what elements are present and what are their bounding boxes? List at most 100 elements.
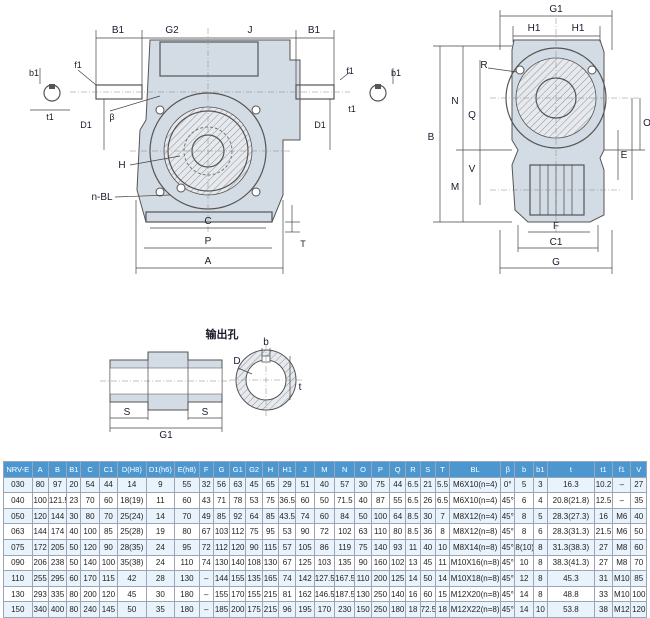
table-cell: 72: [313, 523, 336, 540]
table-cell: 142: [295, 570, 315, 587]
table-cell: 18: [405, 601, 421, 618]
table-cell: 135: [245, 570, 263, 587]
table-cell: 35(38): [117, 554, 147, 572]
label-S-left: S: [124, 407, 131, 418]
label-Q: Q: [468, 110, 476, 121]
table-cell: 63: [229, 476, 247, 494]
label-H1-right: H1: [572, 23, 585, 34]
table-cell: 6.5: [405, 476, 421, 494]
table-cell: 25(24): [117, 507, 147, 525]
table-cell: 140: [389, 585, 407, 603]
table-cell: 24: [145, 554, 176, 572]
table-cell: 70: [174, 507, 200, 525]
table-cell: 050: [3, 507, 33, 525]
label-M: M: [451, 182, 459, 193]
bore-title: 输出孔: [206, 327, 239, 341]
table-cell: 57: [278, 538, 297, 556]
table-cell: M8X12(n=4): [449, 507, 502, 525]
table-cell: 45: [419, 554, 436, 572]
table-cell: 102: [334, 523, 356, 540]
table-cell: 180: [174, 601, 200, 618]
label-B1-left: B1: [112, 25, 125, 36]
table-cell: 60: [313, 507, 336, 525]
table-cell: 145: [98, 601, 119, 618]
bolt-hole: [251, 187, 261, 197]
table-cell: 80: [174, 523, 200, 540]
label-T: T: [300, 239, 306, 249]
table-cell: 60: [98, 492, 119, 509]
table-cell: 90: [98, 538, 119, 556]
table-cell: 81: [278, 585, 297, 603]
table-cell: 87: [370, 492, 391, 509]
table-cell: M8: [612, 554, 632, 572]
table-cell: 130: [354, 585, 372, 603]
table-cell: 54: [80, 476, 100, 494]
side-view: G1 H1 H1 R B N Q M V O E F C1 G: [428, 4, 650, 274]
table-cell: 230: [334, 601, 356, 618]
table-cell: 55: [174, 476, 200, 494]
table-cell: 8: [532, 554, 548, 572]
table-cell: 56: [212, 476, 231, 494]
table-cell: 7: [434, 507, 451, 525]
table-cell: 250: [370, 585, 391, 603]
table-cell: 200: [229, 601, 247, 618]
table-cell: 43: [198, 492, 214, 509]
table-cell: 28(35): [117, 538, 147, 556]
mounting-foot: [145, 211, 273, 223]
table-cell: 45.3: [546, 570, 595, 587]
table-cell: 155: [229, 570, 247, 587]
table-cell: 30: [66, 507, 82, 525]
table-header-cell: NRV-E: [3, 461, 33, 478]
table-cell: 74: [198, 554, 214, 572]
table-cell: 10: [434, 538, 451, 556]
table-cell: 95: [261, 523, 280, 540]
table-header-cell: b: [514, 461, 534, 478]
table-cell: 12.5: [593, 492, 614, 509]
table-cell: 20: [66, 476, 82, 494]
table-header-cell: t1: [593, 461, 614, 478]
table-cell: 64: [389, 507, 407, 525]
table-cell: 120: [31, 507, 49, 525]
table-cell: 19: [145, 523, 176, 540]
table-cell: 85: [212, 507, 231, 525]
table-cell: 130: [261, 554, 280, 572]
table-cell: 6: [514, 492, 534, 509]
table-cell: 063: [3, 523, 33, 540]
table-cell: 60: [295, 492, 315, 509]
table-cell: 70: [630, 554, 647, 572]
table-cell: 295: [47, 570, 68, 587]
table-cell: 130: [212, 554, 231, 572]
table-cell: 27: [630, 476, 647, 494]
table-cell: 30: [419, 507, 436, 525]
table-cell: 075: [3, 538, 33, 556]
table-cell: 55: [389, 492, 407, 509]
table-header-cell: G1: [229, 461, 247, 478]
table-cell: 78: [229, 492, 247, 509]
table-cell: M6: [612, 507, 632, 525]
table-cell: 35: [630, 492, 647, 509]
table-cell: 130: [3, 585, 33, 603]
table-cell: 31.3(38.3): [546, 538, 595, 556]
table-header-cell: R: [405, 461, 421, 478]
table-cell: 150: [3, 601, 33, 618]
table-cell: 150: [354, 601, 372, 618]
table-cell: 11: [434, 554, 451, 572]
table-cell: 36.5: [278, 492, 297, 509]
table-cell: M6: [612, 523, 632, 540]
table-cell: 64: [245, 507, 263, 525]
table-cell: 3: [532, 476, 548, 494]
table-cell: 195: [295, 601, 315, 618]
table-cell: 63: [354, 523, 372, 540]
table-cell: 28: [145, 570, 176, 587]
table-cell: 103: [212, 523, 231, 540]
table-header-cell: O: [354, 461, 372, 478]
table-cell: M10: [612, 570, 632, 587]
table-cell: 75: [245, 523, 263, 540]
table-cell: 18(19): [117, 492, 147, 509]
table-header-cell: B1: [66, 461, 82, 478]
table-cell: 29: [278, 476, 297, 494]
table-header-cell: G: [212, 461, 231, 478]
label-V: V: [469, 164, 476, 175]
table-cell: 205: [47, 538, 68, 556]
